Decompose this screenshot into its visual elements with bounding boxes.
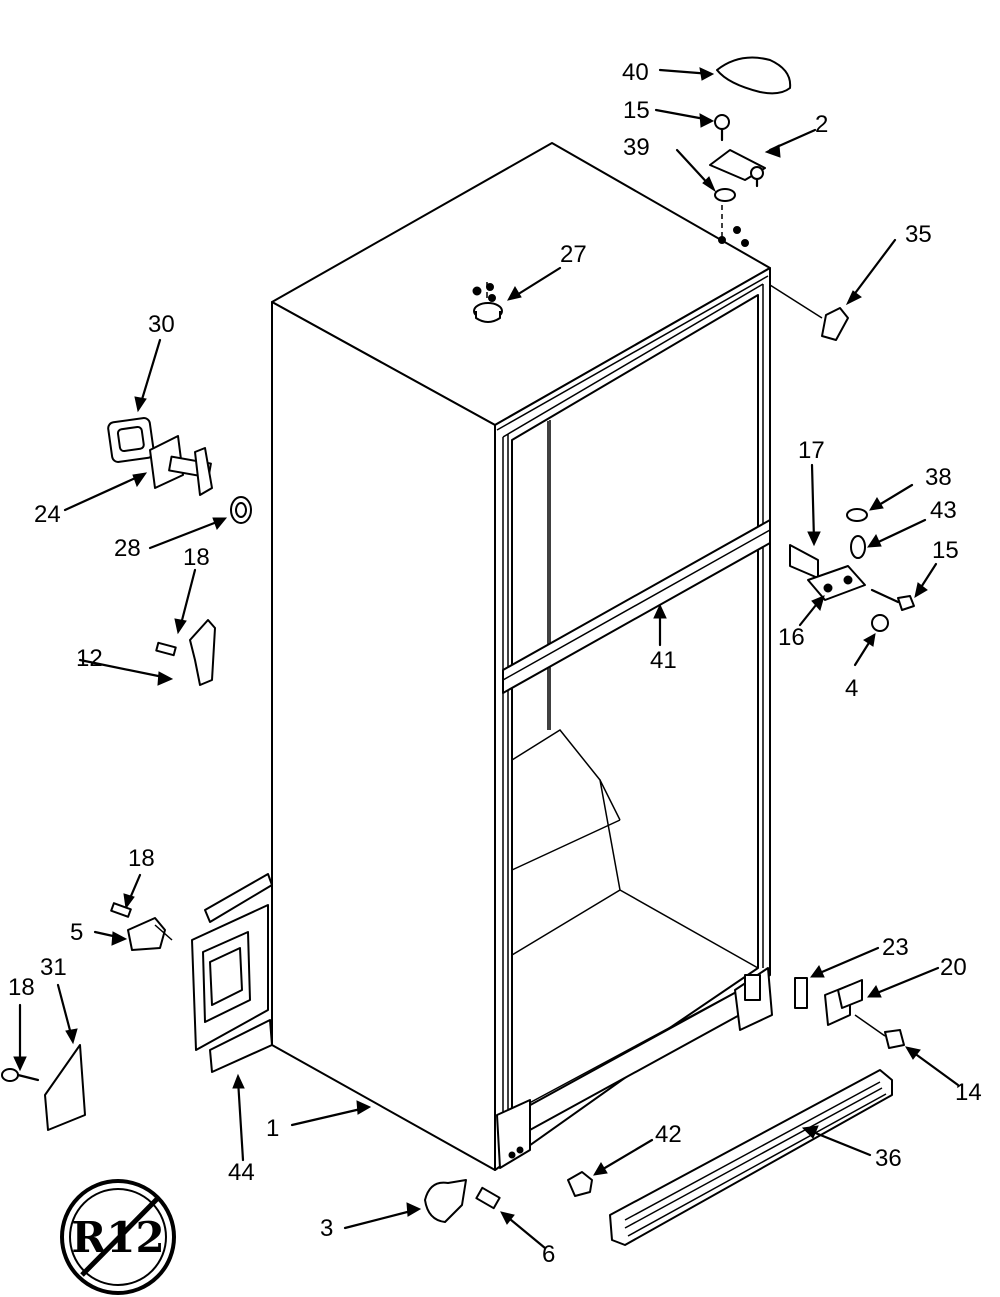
label-15-top: 15 (623, 97, 650, 124)
label-17: 17 (798, 437, 825, 464)
part-36-grille (609, 1069, 893, 1246)
label-38: 38 (925, 464, 952, 491)
part-24-valve (63, 435, 213, 512)
label-6: 6 (542, 1241, 555, 1268)
part-16-hinge (798, 565, 866, 627)
part-28-nut (148, 496, 252, 550)
part-3-roller (343, 1179, 467, 1230)
label-14: 14 (955, 1079, 982, 1106)
part-31-cover (1, 983, 86, 1131)
part-6-screw (475, 1186, 547, 1250)
part-41-arrow (653, 603, 667, 647)
part-15-mid-screw (870, 562, 938, 611)
label-24: 24 (34, 501, 61, 528)
cabinet (271, 142, 773, 1171)
part-27-plug (473, 266, 562, 323)
part-2-hinge (709, 128, 817, 188)
label-12: 12 (76, 645, 103, 672)
label-3: 3 (320, 1215, 333, 1242)
label-43: 43 (930, 497, 957, 524)
part-17-bracket (789, 463, 821, 579)
label-39: 39 (623, 134, 650, 161)
label-41-callout: 41 (650, 647, 677, 674)
label-27: 27 (560, 241, 587, 268)
label-2: 2 (815, 111, 828, 138)
label-23: 23 (882, 934, 909, 961)
part-15-top-screw (654, 108, 730, 142)
label-18-upper: 18 (183, 544, 210, 571)
label-4: 4 (845, 675, 858, 702)
label-31: 31 (40, 954, 67, 981)
part-12-clip (78, 568, 216, 686)
label-35: 35 (905, 221, 932, 248)
label-18-mid: 18 (128, 845, 155, 872)
label-1: 1 (266, 1115, 279, 1142)
label-44: 44 (228, 1159, 255, 1186)
part-23-shim (794, 946, 880, 1009)
part-39-washer (675, 148, 736, 238)
r12-logo: R12 (60, 1179, 176, 1295)
part-44-bracket (191, 873, 273, 1162)
part-38-washer (846, 483, 914, 522)
label-42-callout: 42 (655, 1121, 682, 1148)
label-18-lower: 18 (8, 974, 35, 1001)
part-1-arrow (290, 1100, 372, 1127)
part-14-screw (854, 1014, 960, 1087)
part-35-bracket (769, 238, 897, 341)
label-15-mid: 15 (932, 537, 959, 564)
part-30-grommet (107, 338, 162, 463)
label-30: 30 (148, 311, 175, 338)
part-5-bracket (93, 873, 173, 951)
part-4-bolt (853, 614, 889, 667)
callout-labels-extra: 16 41 42 (650, 624, 805, 1148)
callout-labels: 40 15 2 39 27 35 30 24 28 18 12 17 38 43… (8, 59, 982, 1268)
part-20-hinge (824, 966, 940, 1026)
label-40: 40 (622, 59, 649, 86)
label-5: 5 (70, 919, 83, 946)
part-42-clip (567, 1138, 654, 1197)
label-28: 28 (114, 535, 141, 562)
label-36: 36 (875, 1145, 902, 1172)
label-16-callout: 16 (778, 624, 805, 651)
part-43-pin (850, 518, 927, 559)
part-40-cap (658, 56, 792, 95)
label-20: 20 (940, 954, 967, 981)
